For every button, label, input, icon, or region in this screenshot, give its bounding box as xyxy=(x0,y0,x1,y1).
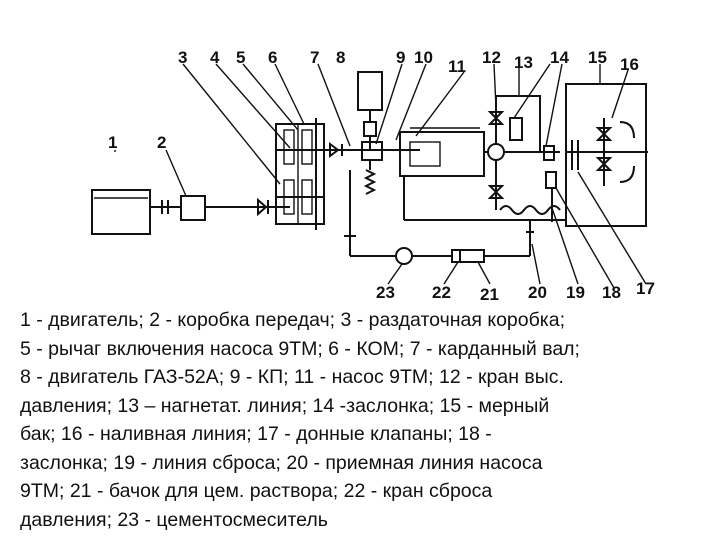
caption-line: 8 - двигатель ГАЗ-52А; 9 - КП; 11 - насо… xyxy=(20,366,564,388)
label-21: 21 xyxy=(480,285,499,304)
leader-lines xyxy=(114,63,647,289)
label-20: 20 xyxy=(528,283,547,302)
caption-line: бак; 16 - наливная линия; 17 - донные кл… xyxy=(20,423,492,445)
label-5: 5 xyxy=(236,48,245,67)
drain-line xyxy=(543,145,557,222)
label-9: 9 xyxy=(396,48,405,67)
pump-gearbox xyxy=(361,141,383,195)
label-13: 13 xyxy=(514,53,533,72)
label-15: 15 xyxy=(588,48,607,67)
caption-line: давления; 13 – нагнетат. линия; 14 -засл… xyxy=(20,394,550,417)
gearbox-box xyxy=(180,195,290,221)
caption-line: 1 - двигатель; 2 - коробка передач; 3 - … xyxy=(20,309,566,331)
shaft-engine-gearbox xyxy=(150,200,181,214)
return-line xyxy=(344,170,531,265)
label-2: 2 xyxy=(157,133,166,152)
caption-line: 5 - рычаг включения насоса 9ТМ; 6 - КОМ;… xyxy=(20,337,580,360)
label-19: 19 xyxy=(566,283,585,302)
caption-line: 9ТМ; 21 - бачок для цем. раствора; 22 - … xyxy=(20,480,493,502)
legend-caption: 1 - двигатель; 2 - коробка передач; 3 - … xyxy=(20,306,710,534)
high-pressure-valve xyxy=(487,100,505,210)
label-12: 12 xyxy=(482,48,501,67)
measuring-tank xyxy=(565,83,648,227)
label-1: 1 xyxy=(108,133,117,152)
caption-line: давления; 23 - цементосмеситель xyxy=(20,508,328,531)
transfer-case xyxy=(275,118,325,230)
label-22: 22 xyxy=(432,283,451,302)
label-18: 18 xyxy=(602,283,621,302)
label-11: 11 xyxy=(448,57,466,76)
label-23: 23 xyxy=(376,283,395,302)
label-16: 16 xyxy=(620,55,639,74)
label-6: 6 xyxy=(268,48,277,67)
label-3: 3 xyxy=(178,48,187,67)
pump-9tm xyxy=(399,127,505,177)
fill-line xyxy=(595,118,635,186)
engine-box xyxy=(91,189,151,235)
label-7: 7 xyxy=(310,48,319,67)
suction-line xyxy=(403,176,566,244)
caption-line: заслонка; 19 - линия сброса; 20 - приемн… xyxy=(20,451,543,474)
label-17: 17 xyxy=(636,279,655,298)
label-4: 4 xyxy=(210,48,220,67)
label-10: 10 xyxy=(414,48,433,67)
label-14: 14 xyxy=(550,48,569,67)
label-8: 8 xyxy=(336,48,345,67)
pump-unit-schematic: 1 2 3 4 5 6 7 8 9 10 11 12 13 14 15 16 1… xyxy=(91,48,655,304)
cardan-shaft xyxy=(324,142,420,158)
